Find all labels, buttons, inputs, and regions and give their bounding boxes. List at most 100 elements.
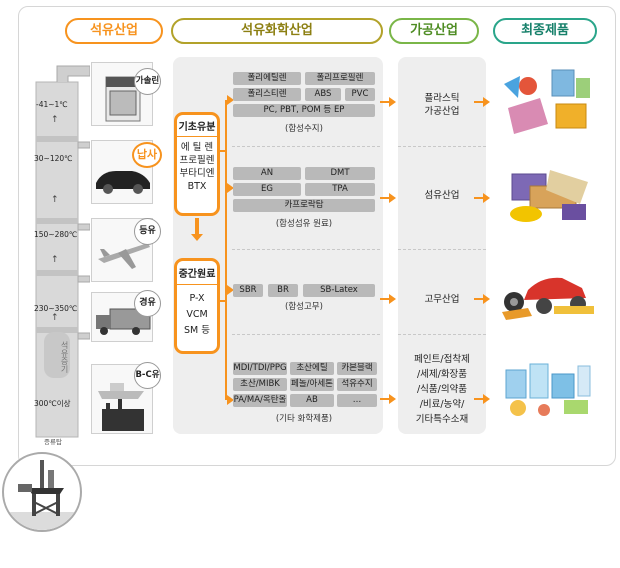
down-arrow-icon <box>195 218 199 236</box>
processing-text: 고무산업 <box>424 294 460 305</box>
processing-chemicals: 페인트/접착제 /세제/화장품 /식품/의약품 /비료/농약/ 기타특수소재 <box>398 352 486 427</box>
chip-petroleum-resin: 석유수지 <box>337 378 377 391</box>
processing-text: 페인트/접착제 <box>414 354 470 365</box>
oil-rig-image <box>2 452 82 532</box>
chip-ethyl-acetate: 초산에틸 <box>290 362 334 375</box>
connector-line <box>220 150 226 152</box>
divider <box>232 249 380 250</box>
chip-mdi-tdi-ppg: MDI/TDI/PPG <box>233 362 287 375</box>
processing-rubber: 고무산업 <box>398 293 486 306</box>
chip-br: BR <box>268 284 298 297</box>
household-chemicals-image <box>500 356 596 422</box>
group-note: (기타 화학제품) <box>275 414 333 424</box>
arrow-line <box>380 197 390 199</box>
processing-text: 기타특수소재 <box>415 414 469 425</box>
cars-and-tires-image <box>498 266 598 322</box>
chip-polystyrene: 폴리스티렌 <box>233 88 301 101</box>
processing-text: 가공산업 <box>424 106 460 117</box>
processing-textiles: 섬유산업 <box>398 189 486 202</box>
divider <box>232 334 380 335</box>
chip-sbr: SBR <box>233 284 263 297</box>
right-arrow-icon <box>483 294 490 304</box>
basic-material-item: 부타디엔 <box>179 168 215 179</box>
tower-temp: -41~1℃ <box>36 100 68 109</box>
chip-ellipsis: … <box>337 394 377 407</box>
arrow-line <box>474 197 484 199</box>
group-note: (합성수지) <box>285 124 323 134</box>
basic-materials-title: 기초유분 <box>177 115 217 137</box>
arrow-line <box>474 398 484 400</box>
chip-tpa: TPA <box>305 183 375 196</box>
connector-line <box>225 100 227 400</box>
chip-engineering-plastics: PC, PBT, POM 등 EP <box>233 104 375 117</box>
processing-text: 플라스틱 <box>424 93 460 104</box>
header-petrochemical: 석유화학산업 <box>171 18 383 44</box>
arrow-line <box>380 101 390 103</box>
processing-text: /비료/농약/ <box>419 399 465 410</box>
product-bc-oil: B-C유 <box>134 362 161 389</box>
processing-text: 섬유산업 <box>424 190 460 201</box>
connector-arrow-icon <box>227 95 234 105</box>
chip-polypropylene: 폴리프로필렌 <box>305 72 375 85</box>
divider <box>398 334 486 335</box>
group-note: (합성고무) <box>285 302 323 312</box>
tower-temp: 300℃이상 <box>34 399 71 408</box>
product-gasoline: 가솔린 <box>134 68 161 95</box>
right-arrow-icon <box>483 394 490 404</box>
basic-material-item: 프로필렌 <box>179 155 215 166</box>
intermediate-title: 중간원료 <box>177 261 217 285</box>
chip-caprolactam: 카프로락탐 <box>233 199 375 212</box>
processing-column <box>398 57 486 434</box>
chip-carbon-black: 카본블랙 <box>337 362 377 375</box>
processing-text: /식품/의약품 <box>416 384 468 395</box>
connector-arrow-icon <box>227 395 234 405</box>
right-arrow-icon <box>389 394 396 404</box>
intermediate-item: P-X <box>189 293 205 304</box>
product-diesel: 경유 <box>134 290 161 317</box>
svg-text:↑: ↑ <box>51 195 59 205</box>
right-arrow-icon <box>483 97 490 107</box>
processing-plastics: 플라스틱 가공산업 <box>398 92 486 118</box>
chip-sb-latex: SB-Latex <box>303 284 375 297</box>
right-arrow-icon <box>389 193 396 203</box>
chip-an: AN <box>233 167 301 180</box>
chip-abs: ABS <box>305 88 341 101</box>
tower-temp: 230~350℃ <box>34 304 78 313</box>
intermediate-box: 중간원료 P-X VCM SM 등 <box>174 258 220 354</box>
electronics-and-toys-image <box>500 64 596 140</box>
connector-arrow-icon <box>227 183 234 193</box>
header-final: 최종제품 <box>493 18 597 44</box>
car-image <box>91 140 153 204</box>
down-arrow-icon <box>191 234 203 241</box>
right-arrow-icon <box>389 294 396 304</box>
right-arrow-icon <box>483 193 490 203</box>
chip-pvc: PVC <box>345 88 375 101</box>
chip-acetic-acid-mibk: 초산/MIBK <box>233 378 287 391</box>
ship-factory-image <box>91 364 153 434</box>
chip-polyethylene: 폴리에틸렌 <box>233 72 301 85</box>
svg-text:↑: ↑ <box>51 255 59 265</box>
chip-dmt: DMT <box>305 167 375 180</box>
intermediate-item: SM 등 <box>184 325 210 336</box>
chip-eg: EG <box>233 183 301 196</box>
tower-temp: 150~280℃ <box>34 230 78 239</box>
product-kerosene: 등유 <box>134 218 161 245</box>
tower-base-label: 증류탑 <box>44 438 62 446</box>
chip-pa-ma-octanol: PA/MA/옥탄올 <box>233 394 287 407</box>
divider <box>398 249 486 250</box>
header-processing: 가공산업 <box>389 18 479 44</box>
arrow-line <box>474 101 484 103</box>
arrow-line <box>474 298 484 300</box>
divider <box>398 146 486 147</box>
steam-label: 석유증기 <box>44 332 70 378</box>
distillation-tower: ↑ ↑ ↑ ↑ ↓ -41~1℃ 30~120℃ 150~280℃ 230~35… <box>30 62 90 442</box>
basic-materials-box: 기초유분 에 틸 렌 프로필렌 부타디엔 BTX <box>174 112 220 216</box>
arrow-line <box>380 298 390 300</box>
processing-text: /세제/화장품 <box>416 369 468 380</box>
textiles-image <box>500 164 596 230</box>
intermediate-item: VCM <box>186 309 208 320</box>
svg-text:↑: ↑ <box>51 115 59 125</box>
product-naphtha: 납사 <box>132 142 162 168</box>
connector-arrow-icon <box>227 285 234 295</box>
chip-phenol-acetone: 페놀/아세톤 <box>290 378 334 391</box>
